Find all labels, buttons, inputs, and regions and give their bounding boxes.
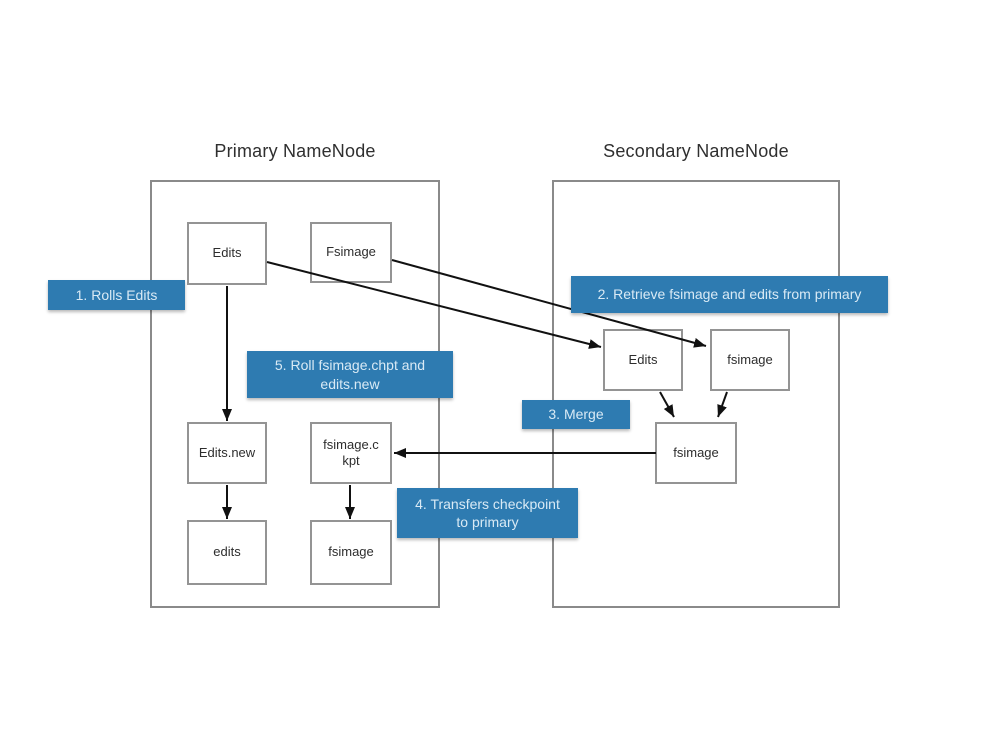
node-secondary-fsimage: fsimage [710, 329, 790, 391]
step3-merge-label: 3. Merge [522, 400, 630, 429]
primary-namenode-title: Primary NameNode [214, 141, 376, 161]
node-secondary-fsimage-merged: fsimage [655, 422, 737, 484]
node-primary-edits-new: Edits.new [187, 422, 267, 484]
secondary-namenode-container [552, 180, 840, 608]
node-primary-fsimage: Fsimage [310, 222, 392, 283]
secondary-namenode-title: Secondary NameNode [603, 141, 789, 161]
step5-roll-label: 5. Roll fsimage.chpt and edits.new [247, 351, 453, 398]
node-primary-edits-lower: edits [187, 520, 267, 585]
node-primary-fsimage-lower: fsimage [310, 520, 392, 585]
node-secondary-edits: Edits [603, 329, 683, 391]
node-primary-edits: Edits [187, 222, 267, 285]
step4-transfers-label: 4. Transfers checkpoint to primary [397, 488, 578, 538]
node-primary-fsimage-ckpt-label: fsimage.ckpt [323, 436, 379, 468]
step1-rolls-edits-label: 1. Rolls Edits [48, 280, 185, 310]
node-primary-fsimage-ckpt: fsimage.ckpt [310, 422, 392, 484]
step2-retrieve-label: 2. Retrieve fsimage and edits from prima… [571, 276, 888, 313]
